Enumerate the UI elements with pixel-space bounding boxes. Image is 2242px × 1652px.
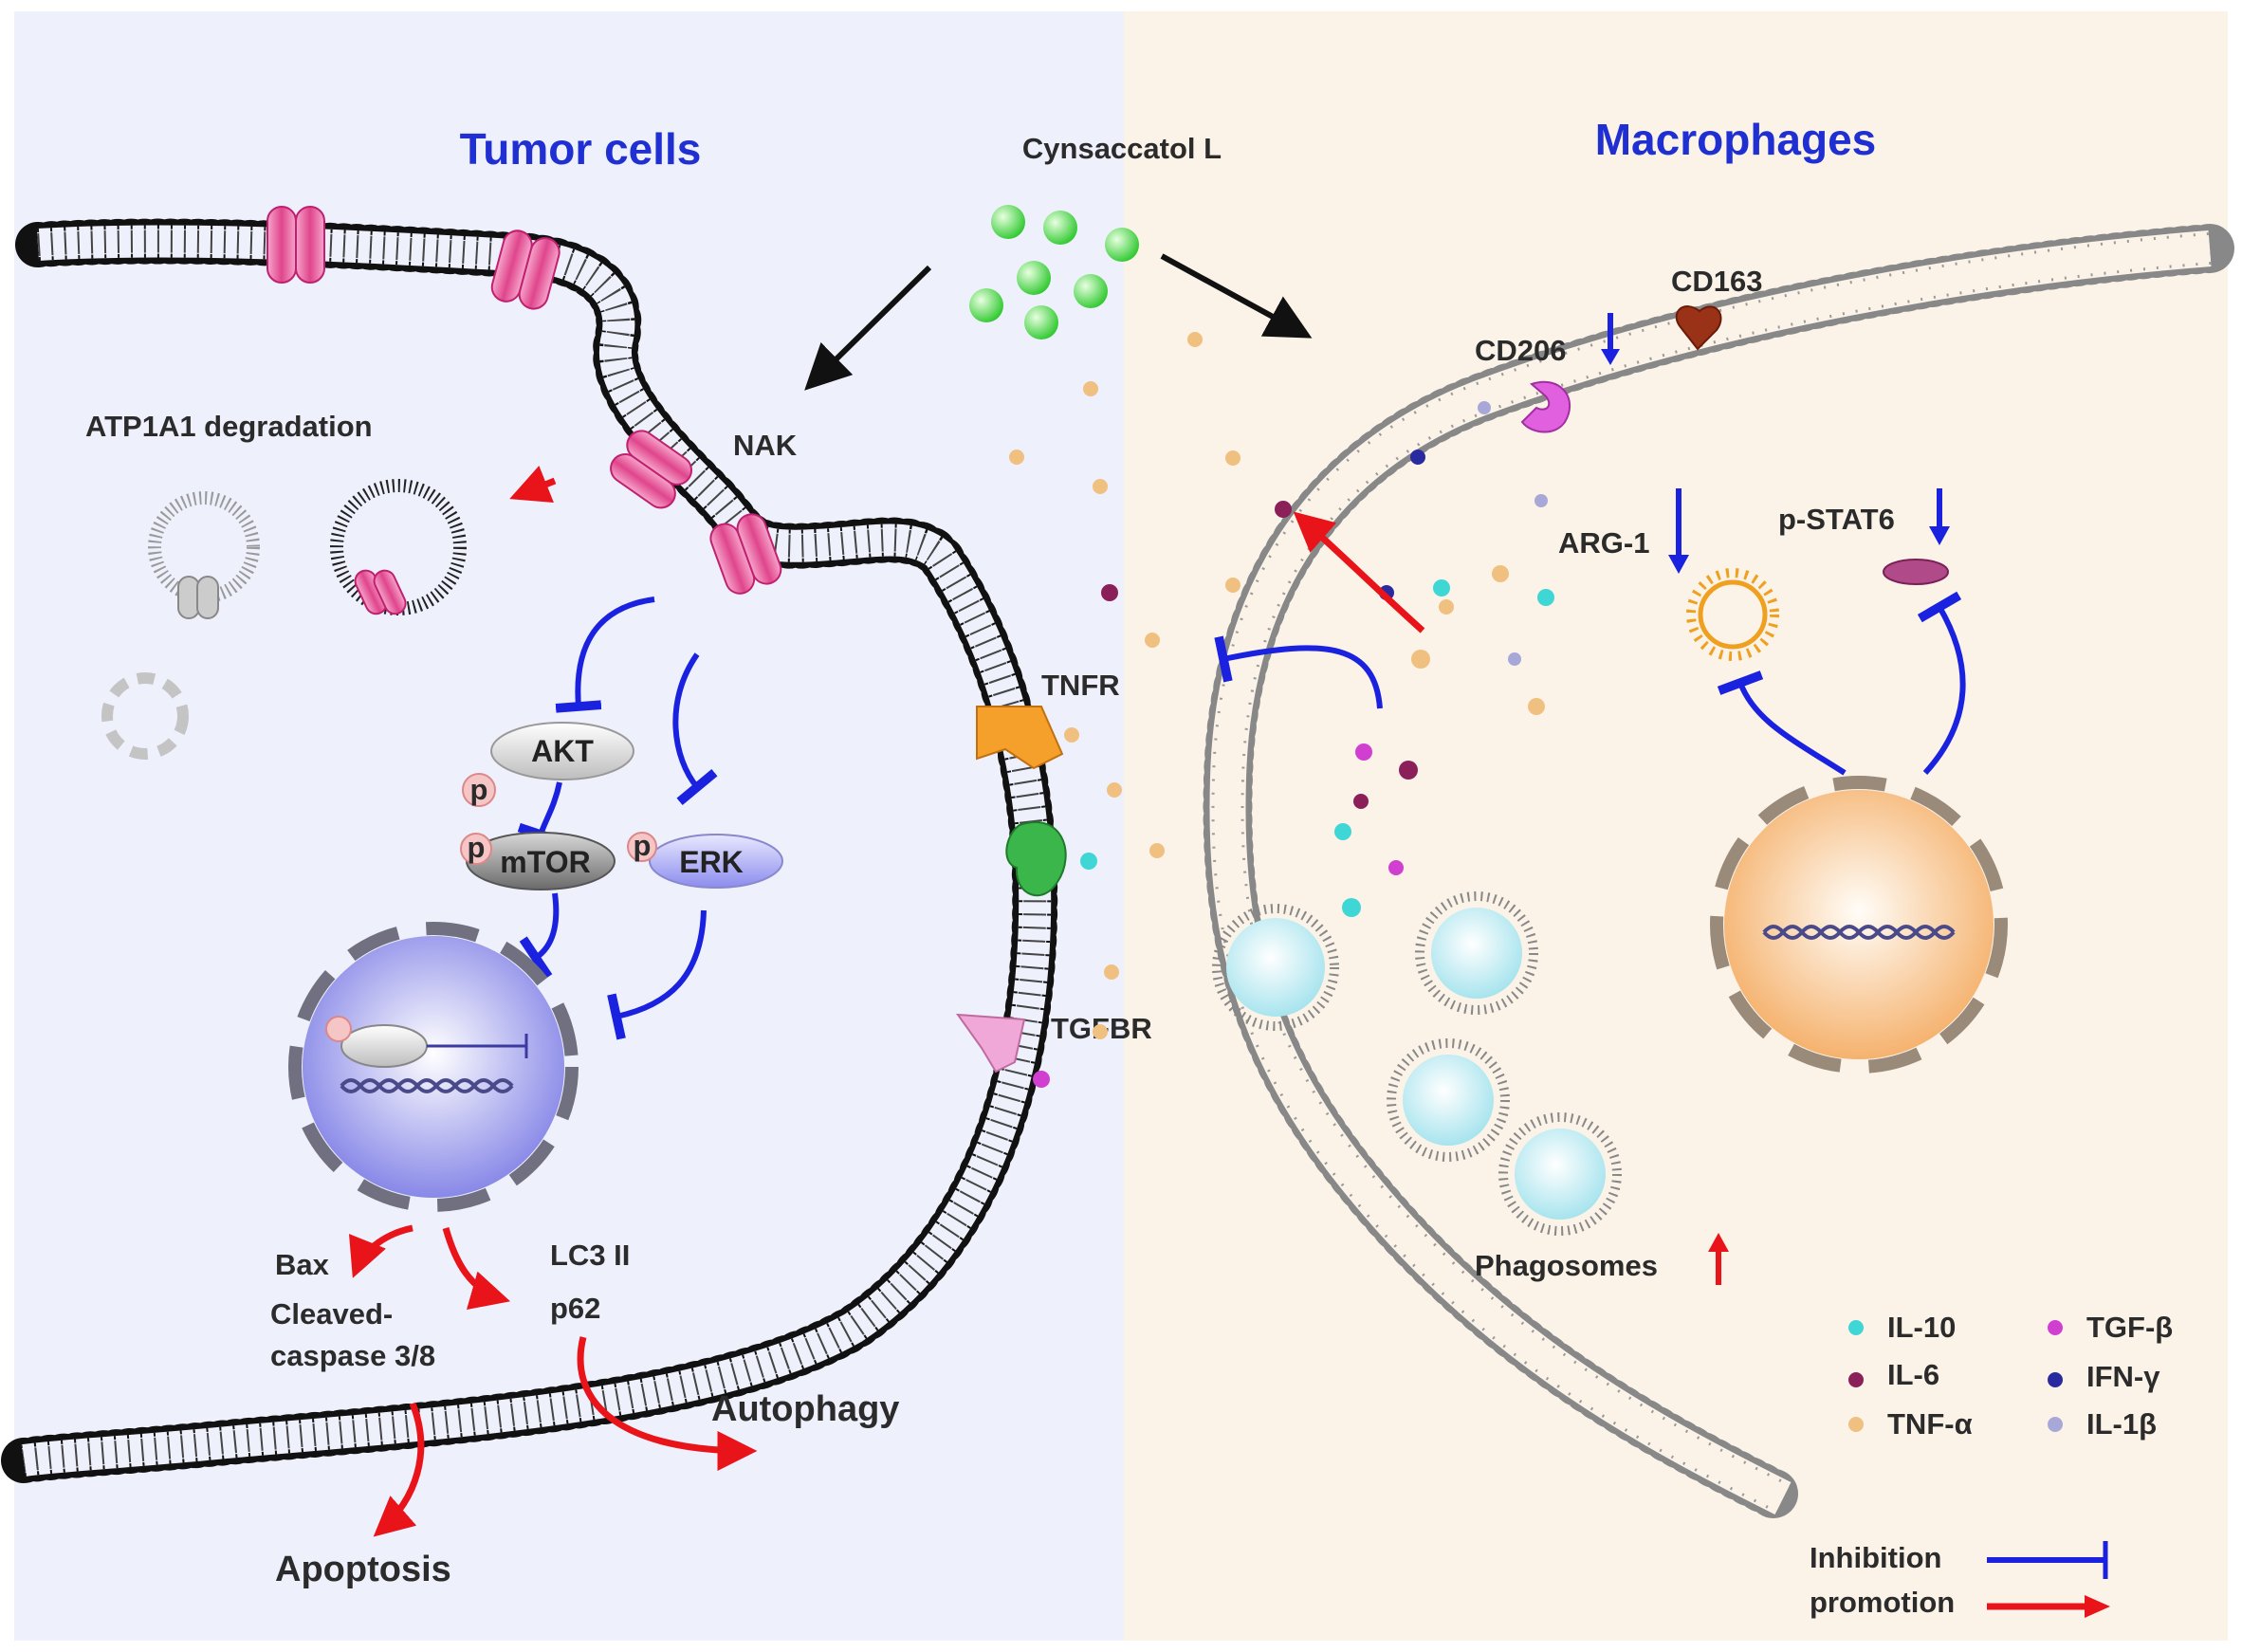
autophagy-label: Autophagy (711, 1389, 899, 1429)
vesicle-black (330, 479, 467, 615)
tgfbr-receptor (955, 1013, 1050, 1088)
phagosome-3 (1498, 1112, 1622, 1236)
phagosomes-up-head (1708, 1233, 1729, 1252)
macrophage-membrane (1203, 224, 2234, 1523)
akt-oval (490, 722, 634, 780)
legend-ifng: IFN-γ (2086, 1360, 2160, 1393)
pstat6-label: p-STAT6 (1778, 503, 1895, 536)
arg1-icon (1686, 568, 1779, 661)
compound-label: Cynsaccatol L (1022, 132, 1222, 165)
cytokine-dots (1009, 332, 1554, 1039)
cleaved-line2: caspase 3/8 (270, 1339, 435, 1372)
legend-promotion-head (2085, 1595, 2110, 1618)
cd206-label: CD206 (1475, 334, 1567, 367)
legend-dot-tnfa (1848, 1417, 1864, 1432)
arg1-label: ARG-1 (1558, 526, 1649, 560)
legend-dot-il10 (1848, 1320, 1864, 1335)
legend-dot-ifng (2048, 1372, 2063, 1387)
degraded-fragments (101, 672, 189, 760)
cd206-receptor (1520, 380, 1571, 433)
legend-tgfb: TGF-β (2086, 1311, 2173, 1344)
tnfr-label: TNFR (1041, 669, 1120, 702)
inhibit-pstat6 (1917, 591, 1966, 776)
promote-arc-macrophage (1293, 511, 1425, 633)
title-macrophages: Macrophages (1595, 115, 1877, 164)
inhibit-mtor (517, 781, 564, 847)
tnfr-receptor (976, 706, 1064, 770)
nak-pump-4 (709, 513, 782, 595)
apoptosis-label: Apoptosis (275, 1550, 451, 1589)
legend-dot-il1b (2048, 1417, 2063, 1432)
green-receptor (1005, 821, 1067, 897)
phagosomes-label: Phagosomes (1475, 1249, 1658, 1282)
lc3-label: LC3 II (550, 1239, 630, 1272)
legend-il10: IL-10 (1887, 1311, 1956, 1344)
inhibit-arc-macrophage (1214, 635, 1383, 709)
vesicle-grey (148, 491, 260, 619)
tumor-membrane-top (1, 218, 1058, 1483)
compound-particles (969, 205, 1139, 340)
arrow-apoptosis (373, 1402, 425, 1537)
phagosome-engulfing (1212, 904, 1339, 1031)
cleaved-line1: Cleaved- (270, 1297, 393, 1331)
bax-label: Bax (275, 1248, 330, 1281)
arrow-to-macrophage (1160, 253, 1313, 339)
inhibit-arg1 (1717, 670, 1847, 776)
p62-label: p62 (550, 1292, 600, 1325)
erk-oval (649, 834, 783, 889)
pstat6-down-head (1929, 526, 1950, 545)
pstat6-oval (1883, 559, 1949, 585)
nak-label: NAK (733, 429, 798, 462)
macrophage-nucleus (1710, 776, 2008, 1074)
nak-pump-2 (490, 229, 560, 310)
cd163-label: CD163 (1671, 265, 1763, 298)
arrow-lc3 (442, 1227, 511, 1310)
cytokine-legend: IL-10 TGF-β IL-6 IFN-γ TNF-α IL-1β (1848, 1311, 2173, 1441)
p-mtor-bubble (460, 833, 492, 865)
phagosome-1 (1415, 891, 1538, 1015)
cd163-receptor (1675, 305, 1722, 351)
legend-inhibition: Inhibition (1810, 1541, 1941, 1574)
arrow-degradation (509, 466, 557, 504)
arg1-down-head (1668, 555, 1689, 574)
legend-dot-tgfb (2048, 1320, 2063, 1335)
p-erk-label: p (634, 829, 652, 862)
mtor-label: mTOR (500, 845, 590, 879)
p-akt-bubble (462, 773, 496, 807)
akt-label: AKT (531, 734, 594, 768)
cd206-down-head (1601, 349, 1620, 365)
legend-tnfa: TNF-α (1887, 1407, 1973, 1441)
arrow-to-tumor (804, 265, 932, 391)
erk-label: ERK (679, 845, 744, 879)
arrow-bax (349, 1224, 413, 1278)
title-tumor-cells: Tumor cells (460, 124, 702, 174)
inhibit-erk (672, 652, 718, 806)
nak-pump-3 (610, 430, 693, 509)
legend-dot-il6 (1848, 1372, 1864, 1387)
legend-il6: IL-6 (1887, 1358, 1939, 1391)
arrow-autophagy (577, 1336, 758, 1471)
inhibit-akt (555, 597, 655, 713)
inhibit-nucleus-erk (607, 909, 707, 1040)
p-erk-bubble (627, 832, 657, 862)
legend-il1b: IL-1β (2086, 1407, 2157, 1441)
legend-promotion: promotion (1810, 1586, 1955, 1619)
p-mtor-label: p (468, 831, 486, 864)
tumor-nucleus (288, 922, 579, 1212)
inhibit-nucleus-mtor (519, 892, 560, 980)
phagosome-2 (1387, 1038, 1510, 1162)
p-akt-label: p (470, 773, 488, 806)
atp1a1-label: ATP1A1 degradation (85, 410, 373, 443)
nak-pump-1 (266, 206, 325, 284)
